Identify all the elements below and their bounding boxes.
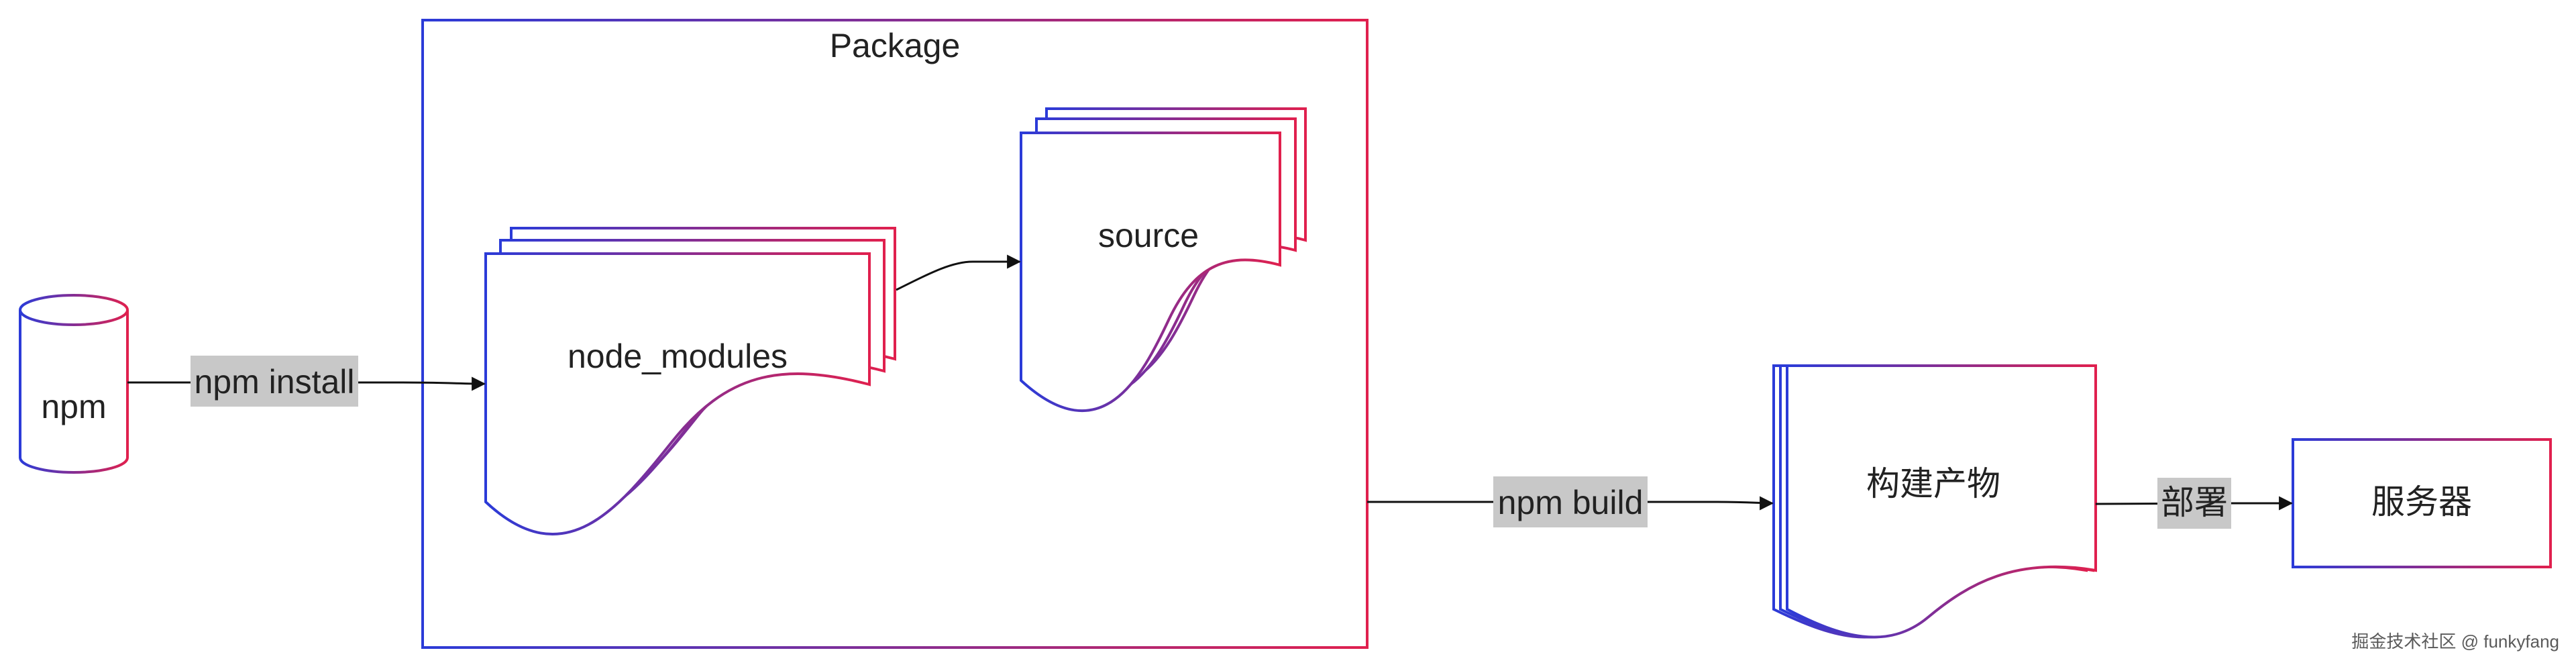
edge-deploy-label: 部署 [2161,484,2228,521]
node-modules-documents: node_modules [484,227,896,535]
node-modules-label: node_modules [568,338,788,375]
npm-label: npm [41,388,106,425]
edge-deploy: 部署 [2095,478,2294,529]
server-box: 服务器 [2292,438,2552,568]
build-output-label: 构建产物 [1866,465,2000,503]
watermark-text: 掘金技术社区 @ funkyfang [2351,631,2559,652]
edge-npm-install: npm install [127,356,486,407]
edge-npm-install-label: npm install [195,363,355,401]
source-label: source [1098,217,1199,254]
npm-cylinder: npm [19,294,129,474]
package-title: Package [830,27,961,64]
edge-npm-build-label: npm build [1498,484,1644,521]
source-documents: source [1020,107,1307,413]
build-output-documents: 构建产物 [1772,364,2097,639]
server-label: 服务器 [2371,483,2472,521]
edge-modules-to-source [896,254,1022,291]
edge-npm-build: npm build [1367,476,1774,527]
